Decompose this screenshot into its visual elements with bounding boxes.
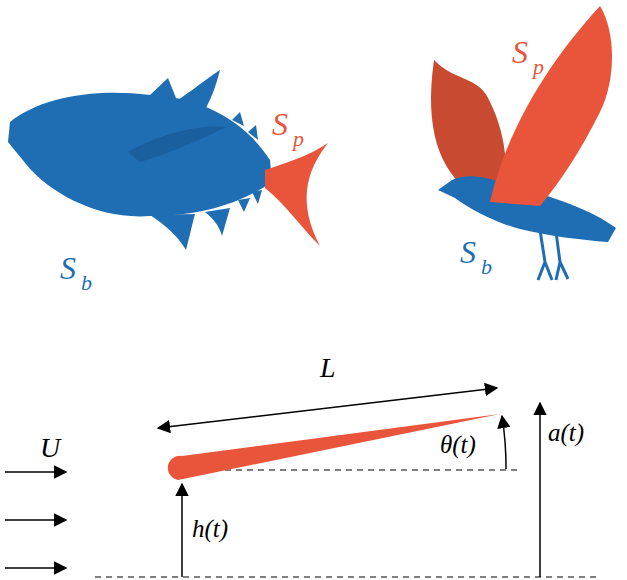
heave-label: h(t) [192,516,228,541]
foil-section [168,414,500,480]
part-subscript: b [481,256,492,278]
part-symbol: S [272,108,288,140]
amplitude-label: a(t) [548,420,584,445]
part-subscript: p [533,56,544,78]
pectoral-fin [128,126,226,162]
tuna-body [8,70,272,250]
angle-label: θ(t) [440,432,476,457]
part-symbol: S [512,36,528,68]
speed-label: U [40,434,60,462]
part-symbol: S [460,236,476,268]
bird-back-wing [431,60,506,196]
flow-arrows [5,472,66,568]
angle-arc [502,416,506,469]
tuna-tail [265,143,328,246]
reference-lines [95,470,600,577]
length-label: L [320,354,336,382]
amplitude-arrow [539,403,541,577]
heave-arrow [181,484,183,577]
part-symbol: S [60,252,76,284]
bird-front-wing [490,6,612,206]
part-subscript: b [81,272,92,294]
length-arrow [158,388,497,428]
part-subscript: p [293,128,304,150]
